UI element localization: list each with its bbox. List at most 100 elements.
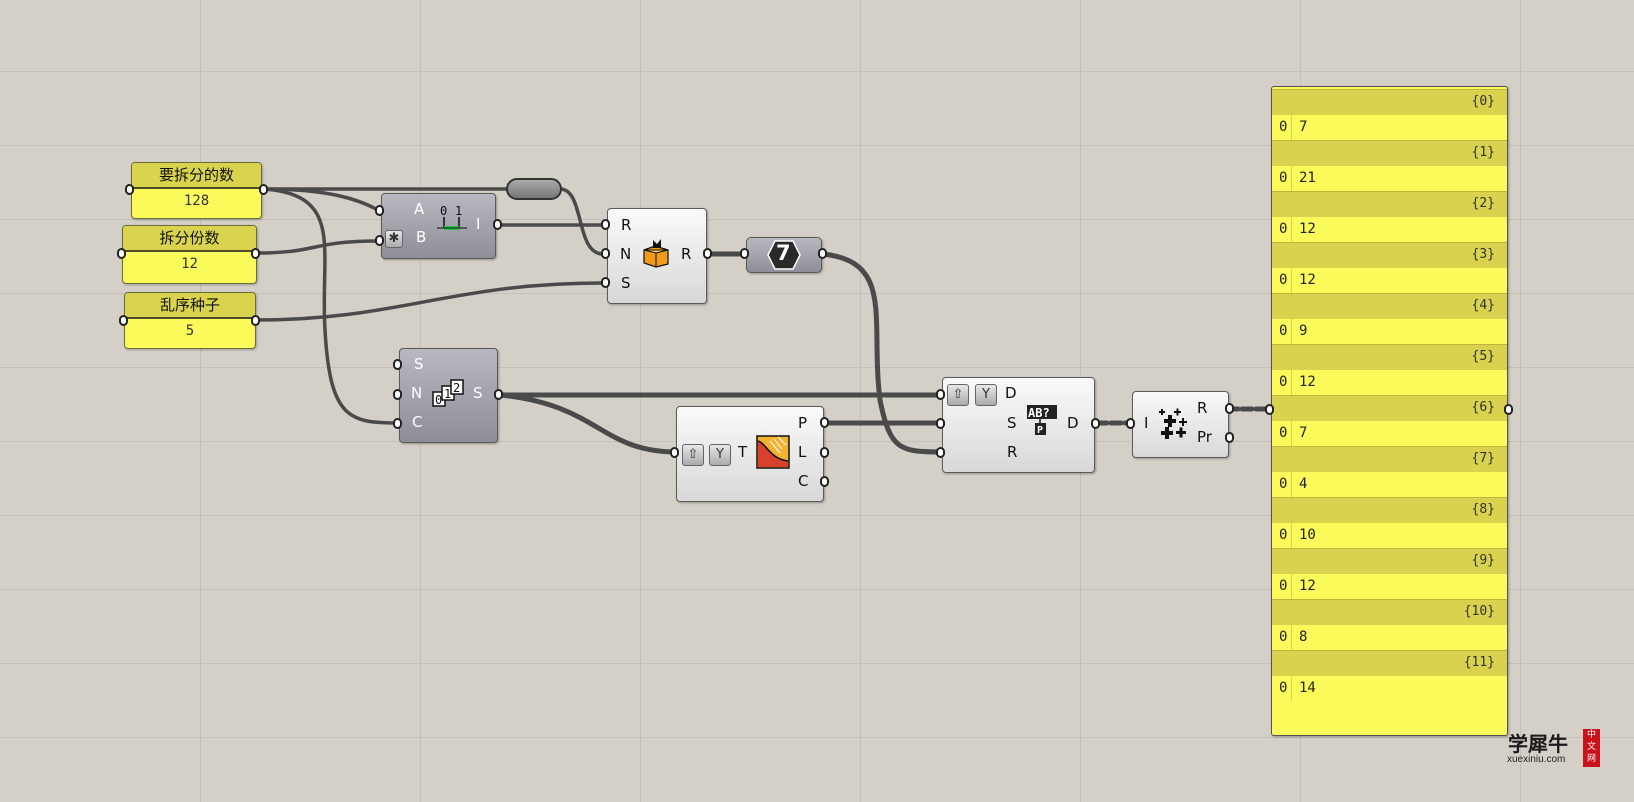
random-component[interactable]: R N S R	[607, 208, 707, 304]
series-icon: 0 1 2	[432, 379, 464, 407]
watermark-badge-text: 中文网	[1586, 730, 1596, 764]
svg-text:0: 0	[435, 393, 442, 407]
slider-label: 要拆分的数	[132, 163, 261, 189]
flatten-icon[interactable]: Y	[709, 444, 731, 466]
panel-branch-header: {7}	[1272, 446, 1507, 472]
tree-input-t-grip[interactable]	[670, 447, 679, 458]
panel-branch-header: {10}	[1272, 599, 1507, 625]
slider-output-grip[interactable]	[251, 315, 260, 326]
slider-shuffle-seed[interactable]: 乱序种子 5	[124, 292, 256, 349]
svg-text:2: 2	[453, 381, 460, 395]
panel-output-grip[interactable]	[1504, 404, 1513, 415]
panel-input-grip[interactable]	[1265, 404, 1274, 415]
replace-input-r-grip[interactable]	[936, 447, 945, 458]
input-b-label: B	[416, 228, 427, 246]
slider-input-grip[interactable]	[119, 315, 128, 326]
tree-output-p-grip[interactable]	[820, 417, 829, 428]
slider-split-count[interactable]: 拆分份数 12	[122, 225, 257, 284]
mass-output-r-grip[interactable]	[1225, 403, 1234, 414]
panel-item-value: 12	[1299, 374, 1316, 390]
series-input-n-grip[interactable]	[393, 389, 402, 400]
svg-text:1: 1	[444, 387, 451, 401]
panel-branch-header: {8}	[1272, 497, 1507, 523]
panel-branch-header: {2}	[1272, 191, 1507, 217]
panel-item-index: 0	[1279, 323, 1288, 339]
relay-value: 7	[776, 241, 791, 265]
graft-icon[interactable]: ⇧	[682, 444, 704, 466]
relay-component[interactable]: 7	[746, 237, 822, 273]
mass-output-pr-grip[interactable]	[1225, 432, 1234, 443]
slider-label: 乱序种子	[125, 293, 255, 319]
slider-input-grip[interactable]	[117, 248, 126, 259]
output-r-label: R	[681, 245, 692, 263]
tree-output-c-grip[interactable]	[820, 476, 829, 487]
slider-input-grip[interactable]	[125, 184, 134, 195]
panel-item-value: 7	[1299, 119, 1308, 135]
replace-paths-component[interactable]: ⇧ Y D S R D AB? P	[942, 377, 1095, 473]
random-input-n-grip[interactable]	[601, 248, 610, 259]
panel-branch-header: {0}	[1272, 89, 1507, 115]
tree-output-l-grip[interactable]	[820, 447, 829, 458]
random-output-r-grip[interactable]	[703, 248, 712, 259]
flatten-icon[interactable]: Y	[975, 384, 997, 406]
panel-item-separator	[1291, 472, 1292, 497]
panel-item-separator	[1291, 574, 1292, 599]
relay-capsule[interactable]	[506, 178, 562, 200]
panel-branch-header: {9}	[1272, 548, 1507, 574]
slider-number-to-split[interactable]: 要拆分的数 128	[131, 162, 262, 219]
tree-statistics-component[interactable]: ⇧ Y T P L C	[676, 406, 824, 502]
panel-item-index: 0	[1279, 476, 1288, 492]
panel-branch-header: {11}	[1272, 650, 1507, 676]
panel-item-index: 0	[1279, 221, 1288, 237]
panel-item-value: 12	[1299, 221, 1316, 237]
slider-output-grip[interactable]	[259, 184, 268, 195]
series-component[interactable]: S N C S 0 1 2	[399, 348, 498, 443]
relay-input-grip[interactable]	[740, 248, 749, 259]
series-output-s-grip[interactable]	[494, 389, 503, 400]
panel-branch-header: {5}	[1272, 344, 1507, 370]
series-input-c-grip[interactable]	[393, 418, 402, 429]
svg-text:AB?: AB?	[1028, 406, 1050, 420]
output-l-label: L	[798, 443, 807, 461]
input-s-label: S	[621, 274, 631, 292]
interval-output-i-grip[interactable]	[493, 219, 502, 230]
panel-item-separator	[1291, 166, 1292, 191]
asterisk-icon[interactable]: ✱	[385, 230, 403, 248]
output-s-label: S	[473, 384, 483, 402]
watermark-url: xuexiniu.com	[1507, 754, 1566, 765]
random-input-s-grip[interactable]	[601, 277, 610, 288]
interval-input-a-grip[interactable]	[375, 205, 384, 216]
random-input-r-grip[interactable]	[601, 219, 610, 230]
series-input-s-grip[interactable]	[393, 359, 402, 370]
output-p-label: P	[798, 414, 808, 432]
panel-item-index: 0	[1279, 629, 1288, 645]
mass-addition-component[interactable]: I R Pr	[1132, 391, 1229, 458]
replace-input-d-grip[interactable]	[936, 389, 945, 400]
panel-item-separator	[1291, 370, 1292, 395]
interval-component[interactable]: A B I ✱ 0 1	[381, 193, 496, 259]
panel-item-index: 0	[1279, 578, 1288, 594]
panel-item-index: 0	[1279, 119, 1288, 135]
slider-value[interactable]: 5	[185, 323, 195, 339]
slider-output-grip[interactable]	[251, 248, 260, 259]
slider-value[interactable]: 12	[181, 256, 198, 272]
replace-input-s-grip[interactable]	[936, 418, 945, 429]
svg-text:0: 0	[440, 204, 447, 218]
panel-branch-header: {4}	[1272, 293, 1507, 319]
panel-item: 0 12	[1272, 217, 1507, 242]
output-c-label: C	[798, 472, 809, 490]
input-r-label: R	[1007, 443, 1018, 461]
replace-output-d-grip[interactable]	[1091, 418, 1100, 429]
slider-value[interactable]: 128	[183, 193, 210, 209]
interval-input-b-grip[interactable]	[375, 235, 384, 246]
panel-item-index: 0	[1279, 680, 1288, 696]
mass-input-i-grip[interactable]	[1126, 418, 1135, 429]
relay-output-grip[interactable]	[818, 248, 827, 259]
graft-icon[interactable]: ⇧	[947, 384, 969, 406]
tree-statistics-icon	[756, 435, 790, 469]
